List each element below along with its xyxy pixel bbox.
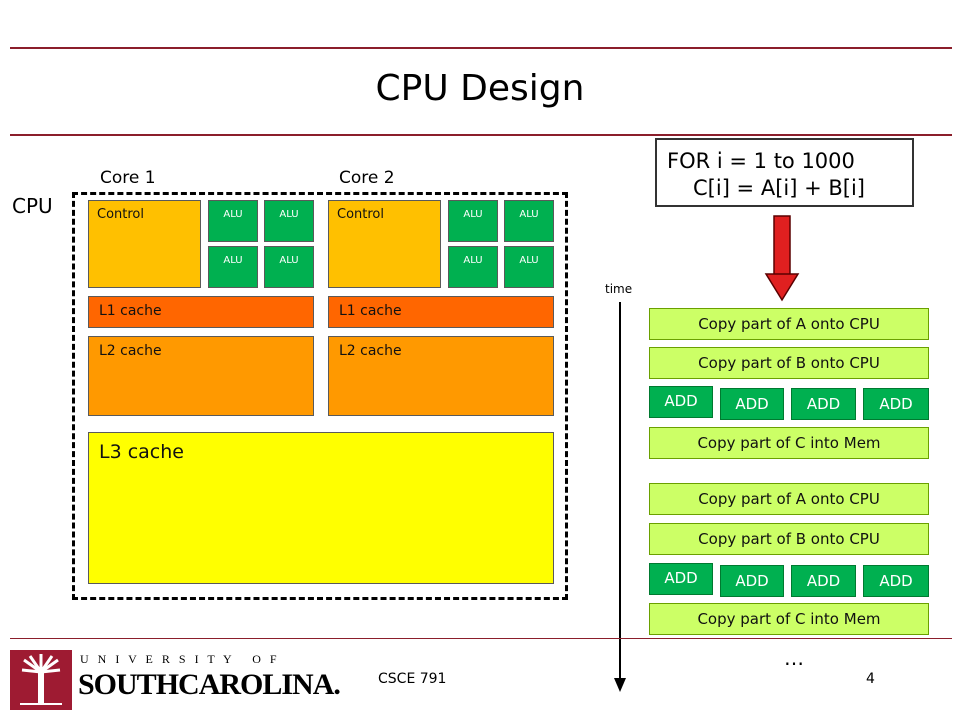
l3-cache: L3 cache [88,432,554,584]
step-copy-c-2: Copy part of C into Mem [649,603,929,635]
core-2-l2-cache: L2 cache [328,336,554,416]
core-2-l1-label: L1 cache [339,303,402,319]
add-1-1: ADD [649,386,713,418]
core-1-control: Control [88,200,201,288]
core-2-alu-1: ALU [448,200,498,242]
add-2-2: ADD [720,565,784,597]
core-2-control-label: Control [337,207,384,222]
l3-cache-label: L3 cache [99,441,184,463]
add-2-3: ADD [791,565,856,597]
core-1-l2-label: L2 cache [99,343,162,359]
university-name-bottom: SOUTHCAROLINA. [78,668,341,701]
core-2-alu-4: ALU [504,246,554,288]
step-copy-b-1: Copy part of B onto CPU [649,347,929,379]
time-arrow-icon [614,302,626,692]
page-number: 4 [866,671,875,687]
core-2-l1-cache: L1 cache [328,296,554,328]
add-2-4: ADD [863,565,929,597]
step-copy-b-2: Copy part of B onto CPU [649,523,929,555]
time-label: time [605,282,633,296]
cpu-label: CPU [12,194,53,218]
core-2-alu-3: ALU [448,246,498,288]
core-1-alu-4: ALU [264,246,314,288]
palmetto-tree-icon [20,654,62,705]
down-arrow-icon [764,215,800,302]
core-2-control: Control [328,200,441,288]
core-1-control-label: Control [97,207,144,222]
core-2-label: Core 2 [339,168,395,188]
add-1-2: ADD [720,388,784,420]
core-1-alu-3: ALU [208,246,258,288]
university-name-top: U N I V E R S I T Y O F [80,652,280,666]
core-2-l2-label: L2 cache [339,343,402,359]
core-1-l1-label: L1 cache [99,303,162,319]
code-box: FOR i = 1 to 1000 C[i] = A[i] + B[i] [655,138,914,207]
continuation-ellipsis: … [784,646,804,670]
code-line-1: FOR i = 1 to 1000 [667,149,855,173]
page-title: CPU Design [375,68,585,109]
core-1-l1-cache: L1 cache [88,296,314,328]
top-rule [10,47,952,49]
core-1-label: Core 1 [100,168,156,188]
course-code: CSCE 791 [378,671,447,687]
code-line-2: C[i] = A[i] + B[i] [693,176,865,200]
core-2-alu-2: ALU [504,200,554,242]
step-copy-a-1: Copy part of A onto CPU [649,308,929,340]
university-logo [10,650,72,710]
title-underline-rule [10,134,952,136]
cpu-boundary [72,192,568,600]
add-2-1: ADD [649,563,713,595]
step-copy-c-1: Copy part of C into Mem [649,427,929,459]
step-copy-a-2: Copy part of A onto CPU [649,483,929,515]
core-1-alu-2: ALU [264,200,314,242]
core-1-l2-cache: L2 cache [88,336,314,416]
add-1-3: ADD [791,388,856,420]
footer-rule [10,638,952,639]
add-1-4: ADD [863,388,929,420]
core-1-alu-1: ALU [208,200,258,242]
